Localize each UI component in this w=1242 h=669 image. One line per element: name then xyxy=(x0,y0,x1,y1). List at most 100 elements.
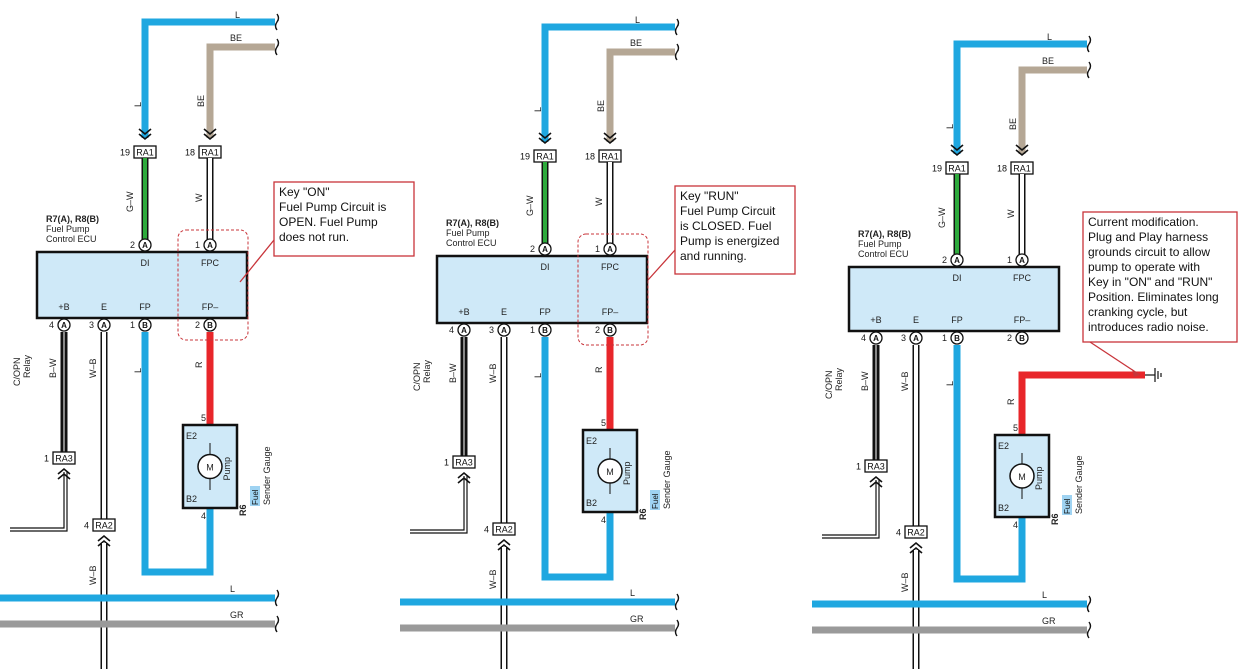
pin-number: 2 xyxy=(942,255,947,265)
ecu-pin-label: FPC xyxy=(201,258,220,268)
ecu-pin-label: FP– xyxy=(602,307,619,317)
chevron-icon xyxy=(909,541,923,554)
pump-b2: B2 xyxy=(586,498,597,508)
wire-label-bw: B–W xyxy=(860,371,870,391)
motor-icon xyxy=(597,458,623,484)
connector-pin-number: 18 xyxy=(585,152,595,162)
ecu-bottom-pin: B xyxy=(603,323,617,337)
wire-l-top xyxy=(953,40,1087,154)
pin-number: 1 xyxy=(942,333,947,343)
connector-pin-number: 18 xyxy=(997,164,1007,174)
connector-id: RA1 xyxy=(948,164,966,174)
pump-code: R6 xyxy=(638,508,648,520)
pin-letter: A xyxy=(873,334,879,343)
pump-label: Pump xyxy=(1034,466,1044,490)
pump-label: Pump xyxy=(222,457,232,481)
ecu-box xyxy=(435,254,649,325)
pin-di: A xyxy=(538,242,552,256)
wire-to-relay xyxy=(410,476,465,531)
ecu-box xyxy=(35,250,249,320)
wire-be-top xyxy=(1018,66,1087,154)
note-box xyxy=(674,185,796,275)
pin-letter: A xyxy=(1019,256,1025,265)
note-line: Fuel Pump Circuit is xyxy=(279,200,386,214)
ecu-bottom-pin: A xyxy=(97,318,111,332)
relay-label: Relay xyxy=(22,354,32,378)
motor-icon xyxy=(197,453,223,480)
motor-icon xyxy=(1009,463,1035,489)
wire-label-l-bottom: L xyxy=(945,381,955,386)
connector-id: RA1 xyxy=(536,152,554,162)
pump-code: R6 xyxy=(1050,513,1060,525)
wire-break-mark xyxy=(674,43,680,61)
wire-label-be-vertical: BE xyxy=(196,95,206,107)
ecu-name: R7(A), R8(B) xyxy=(46,214,99,224)
chevron-icon xyxy=(138,128,152,141)
connector-id: RA1 xyxy=(201,148,219,158)
wire-label-wb: W–B xyxy=(88,358,98,378)
bus-label-gr: GR xyxy=(1042,616,1056,626)
note-line: does not run. xyxy=(279,230,349,244)
sender-gauge-label: Sender Gauge xyxy=(1074,455,1084,514)
ecu-line2: Control ECU xyxy=(46,234,97,244)
wire-label-wb: W–B xyxy=(488,363,498,383)
wire-label-w: W xyxy=(194,193,204,202)
pump-pin-number: 5 xyxy=(601,418,606,428)
note-line: Current modification. xyxy=(1088,215,1199,229)
wire-r-ground xyxy=(1018,371,1145,435)
pin-letter: A xyxy=(461,326,467,335)
fuel-tag-bg xyxy=(650,490,660,510)
note-line: pump to operate with xyxy=(1088,260,1200,274)
connector-id: RA3 xyxy=(55,454,73,464)
chevron-icon xyxy=(950,144,964,157)
wire-label-l-top: L xyxy=(635,15,640,25)
note-line: Key in "ON" and "RUN" xyxy=(1088,275,1212,289)
pin-fpc: A xyxy=(203,238,217,252)
wire-break-mark xyxy=(1086,61,1092,79)
fuel-tag: Fuel xyxy=(651,493,660,509)
pin-letter: A xyxy=(954,256,960,265)
highlight-cloud xyxy=(177,229,249,341)
ecu-pin-label: E xyxy=(101,302,107,312)
ecu-bottom-pin: B xyxy=(203,318,217,332)
pin-di: A xyxy=(950,253,964,267)
pin-letter: B xyxy=(954,334,960,343)
note-leader xyxy=(647,249,676,281)
pin-number: 1 xyxy=(1007,255,1012,265)
wire-label-r: R xyxy=(194,361,204,368)
sender-gauge-label: Sender Gauge xyxy=(262,446,272,505)
pin-number: 3 xyxy=(901,333,906,343)
wire-be-top xyxy=(206,43,275,138)
pump-pin-number: 4 xyxy=(1013,520,1018,530)
wire-break-mark xyxy=(674,619,680,637)
note-box xyxy=(273,181,415,257)
wire-label-l-top: L xyxy=(1047,32,1052,42)
ecu-bottom-pin: A xyxy=(909,331,923,345)
pin-letter: A xyxy=(542,245,548,254)
connector-pin-number: 19 xyxy=(120,148,130,158)
pin-letter: A xyxy=(61,321,67,330)
wire-label-gw: G–W xyxy=(525,195,535,216)
wire-to-relay xyxy=(822,480,877,536)
ecu-bottom-pin: A xyxy=(869,331,883,345)
ecu-pin-label: DI xyxy=(541,262,550,272)
note-line: introduces radio noise. xyxy=(1088,320,1209,334)
bus-label-gr: GR xyxy=(630,614,644,624)
wire-break-mark xyxy=(274,589,280,607)
